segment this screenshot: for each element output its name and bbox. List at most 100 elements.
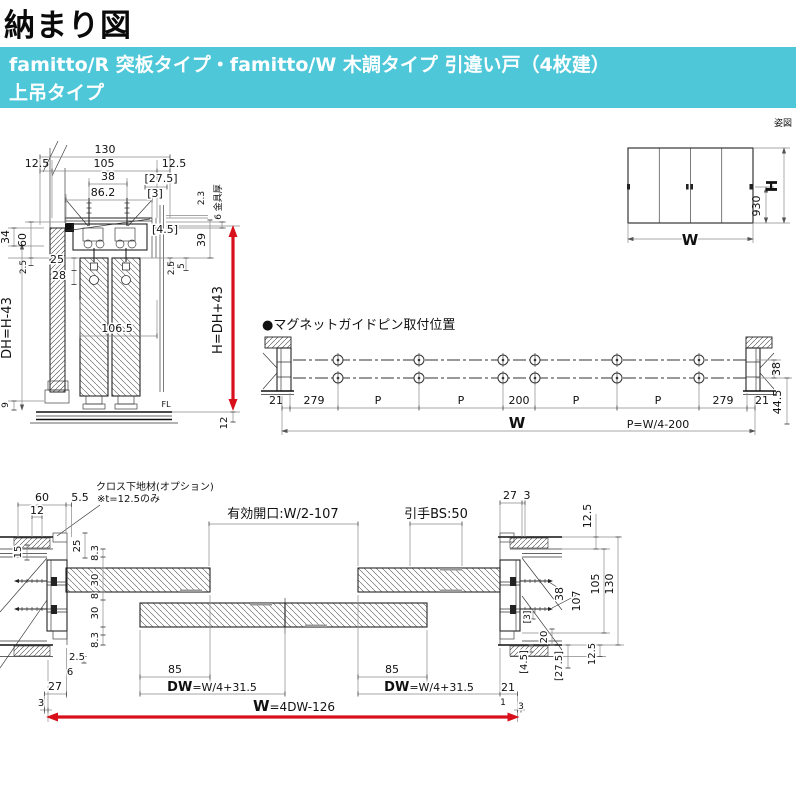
dim-label: 25 bbox=[50, 253, 64, 266]
pin-symbol bbox=[497, 353, 509, 385]
left-jamb bbox=[261, 336, 294, 395]
dim-label: [3] bbox=[147, 187, 163, 200]
elevation-caption: 姿図 bbox=[774, 117, 792, 129]
handle-recess bbox=[305, 624, 327, 627]
dim-label: 200 bbox=[509, 394, 530, 407]
bottom-section-drawing: クロス下地材(オプション) ※t=12.5のみ bbox=[0, 480, 624, 722]
dim-label: 12.5 bbox=[162, 157, 187, 170]
dim-label: 15 bbox=[13, 546, 24, 559]
track-assembly bbox=[72, 198, 164, 392]
dim-label: 8 bbox=[90, 593, 101, 599]
pin-symbol bbox=[693, 353, 705, 385]
note-text: ※t=12.5のみ bbox=[97, 494, 160, 505]
dim-label: [4.5] bbox=[152, 223, 178, 236]
dim-label: 21 bbox=[755, 394, 769, 407]
dim-label: 60 bbox=[35, 491, 49, 504]
w-formula: W=4DW-126 bbox=[253, 697, 335, 715]
guide-pins bbox=[332, 353, 705, 385]
right-jamb bbox=[743, 336, 776, 395]
dim-label: 279 bbox=[713, 394, 734, 407]
dim-label: 3 bbox=[518, 702, 524, 712]
dim-label: 25 bbox=[72, 540, 83, 553]
dim-label: 60 bbox=[16, 233, 29, 247]
dw-label: DW bbox=[167, 680, 192, 695]
dim-label: 12.5 bbox=[587, 643, 598, 665]
dim-label: 2.5 bbox=[69, 652, 85, 663]
dim-label: 279 bbox=[304, 394, 325, 407]
dim-label: 30 bbox=[90, 607, 101, 620]
pitch-formula: P=W/4-200 bbox=[627, 418, 689, 431]
dim-label: 3 bbox=[38, 698, 44, 709]
dim-label: 12.5 bbox=[25, 157, 50, 170]
pin-symbol bbox=[611, 353, 623, 385]
dim-label: 130 bbox=[603, 574, 616, 595]
dw-rest: =W/4+31.5 bbox=[409, 681, 474, 694]
dim-label: 2.5 bbox=[19, 260, 29, 274]
header-band: famitto/R 突板タイプ・famitto/W 木調タイプ 引違い戸（4枚建… bbox=[0, 47, 796, 108]
dim-label: 34 bbox=[0, 230, 12, 244]
pin-symbol bbox=[413, 353, 425, 385]
magnet-caption: ●マグネットガイドピン取付位置 bbox=[262, 318, 455, 333]
handle-recess bbox=[440, 589, 462, 592]
dim-label: 12 bbox=[30, 504, 44, 517]
magnet-pin-drawing: ●マグネットガイドピン取付位置 bbox=[261, 318, 792, 435]
dim-label: 44.5 bbox=[771, 390, 784, 415]
dim-label: P bbox=[458, 394, 465, 407]
dim-label: 8.3 bbox=[90, 545, 101, 561]
dim-label: 5.5 bbox=[71, 491, 89, 504]
red-arrow-up bbox=[228, 225, 238, 237]
dim-label: 38 bbox=[101, 170, 115, 183]
bottom-section-dimensions: 60 5.5 12 27 3 有効開口:W/2-107 引手BS:50 12.5… bbox=[12, 488, 624, 722]
handle-backset: 引手BS:50 bbox=[404, 507, 468, 522]
door-handle-icon bbox=[749, 184, 753, 190]
dim-label: 21 bbox=[269, 394, 283, 407]
dw-label: DW bbox=[384, 680, 409, 695]
dim-label: 30 bbox=[90, 574, 101, 587]
handle-recess bbox=[180, 589, 202, 592]
left-jamb-plan bbox=[0, 532, 68, 669]
red-arrow-right bbox=[507, 712, 520, 722]
dim-label: [27.5] bbox=[144, 172, 177, 185]
dim-label: 5 bbox=[177, 263, 187, 269]
width-label: W bbox=[682, 231, 699, 249]
pin-symbol bbox=[332, 353, 344, 385]
door-handle-icon bbox=[627, 184, 630, 190]
dim-label: 2.3 bbox=[197, 191, 207, 205]
dim-label: 930 bbox=[750, 196, 763, 217]
dw-rest: =W/4+31.5 bbox=[192, 681, 257, 694]
note-text: クロス下地材(オプション) bbox=[96, 480, 214, 493]
dim-label: 27 bbox=[48, 680, 62, 693]
handle-recess bbox=[250, 603, 272, 606]
dim-label: 130 bbox=[95, 143, 116, 156]
pin-symbol bbox=[529, 353, 541, 385]
opening-formula: 有効開口:W/2-107 bbox=[227, 507, 338, 522]
header-line1: famitto/R 突板タイプ・famitto/W 木調タイプ 引違い戸（4枚建… bbox=[9, 54, 610, 76]
w-label: W bbox=[253, 697, 270, 715]
magnet-dimensions: 21 279 P P 200 P P 279 21 W P=W/4-200 38… bbox=[269, 359, 792, 435]
dim-label: 1 bbox=[500, 698, 506, 708]
door-panels-plan bbox=[65, 567, 501, 634]
floor-lines bbox=[30, 411, 178, 424]
header-line2: 上吊タイプ bbox=[9, 81, 105, 104]
red-arrow-down bbox=[228, 399, 238, 411]
dim-label: 38 bbox=[770, 362, 783, 376]
dim-label: [27.5] bbox=[554, 651, 565, 681]
w-rest: =4DW-126 bbox=[270, 700, 336, 714]
door-handle-icon bbox=[686, 184, 689, 190]
elevation-drawing: 姿図 W H 930 bbox=[627, 117, 792, 251]
door-panels-section bbox=[44, 257, 141, 410]
dim-label: 39 bbox=[195, 233, 208, 247]
dim-label: 28 bbox=[52, 269, 66, 282]
dim-label: 27 bbox=[503, 489, 517, 502]
red-arrow-left bbox=[46, 712, 58, 722]
dim-label: P bbox=[375, 394, 382, 407]
dim-label: 107 bbox=[570, 591, 583, 612]
dim-label: 6 金具厚 bbox=[212, 184, 224, 220]
dim-label: 85 bbox=[385, 663, 399, 676]
dim-label: 86.2 bbox=[91, 186, 116, 199]
dim-label: 2.5 bbox=[167, 261, 177, 275]
dim-label: 85 bbox=[168, 663, 182, 676]
dim-label: 8.3 bbox=[90, 632, 101, 648]
dim-label: 6 bbox=[67, 667, 73, 678]
